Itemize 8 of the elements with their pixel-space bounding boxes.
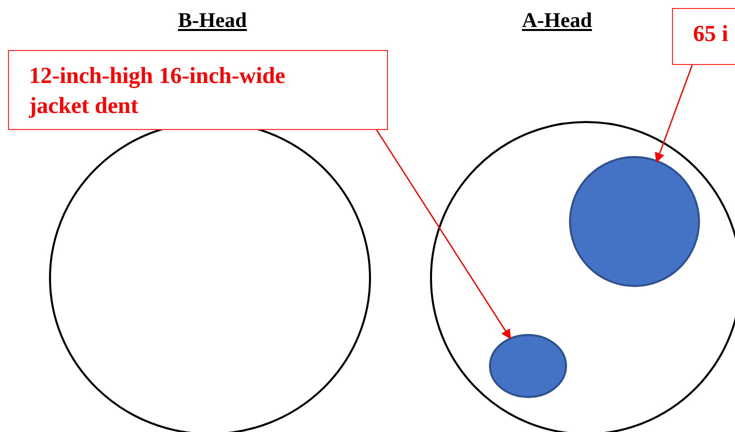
- leader-arrow: [654, 64, 693, 163]
- heading: A-Head: [522, 8, 592, 33]
- callout-text: 12-inch-high 16-inch-wide jacket dent: [29, 62, 286, 120]
- callout-text: 65 i: [693, 20, 730, 48]
- leader-arrow: [376, 130, 511, 340]
- callout-box: [672, 8, 735, 65]
- callout-box: [8, 50, 388, 130]
- heading: B-Head: [178, 8, 247, 33]
